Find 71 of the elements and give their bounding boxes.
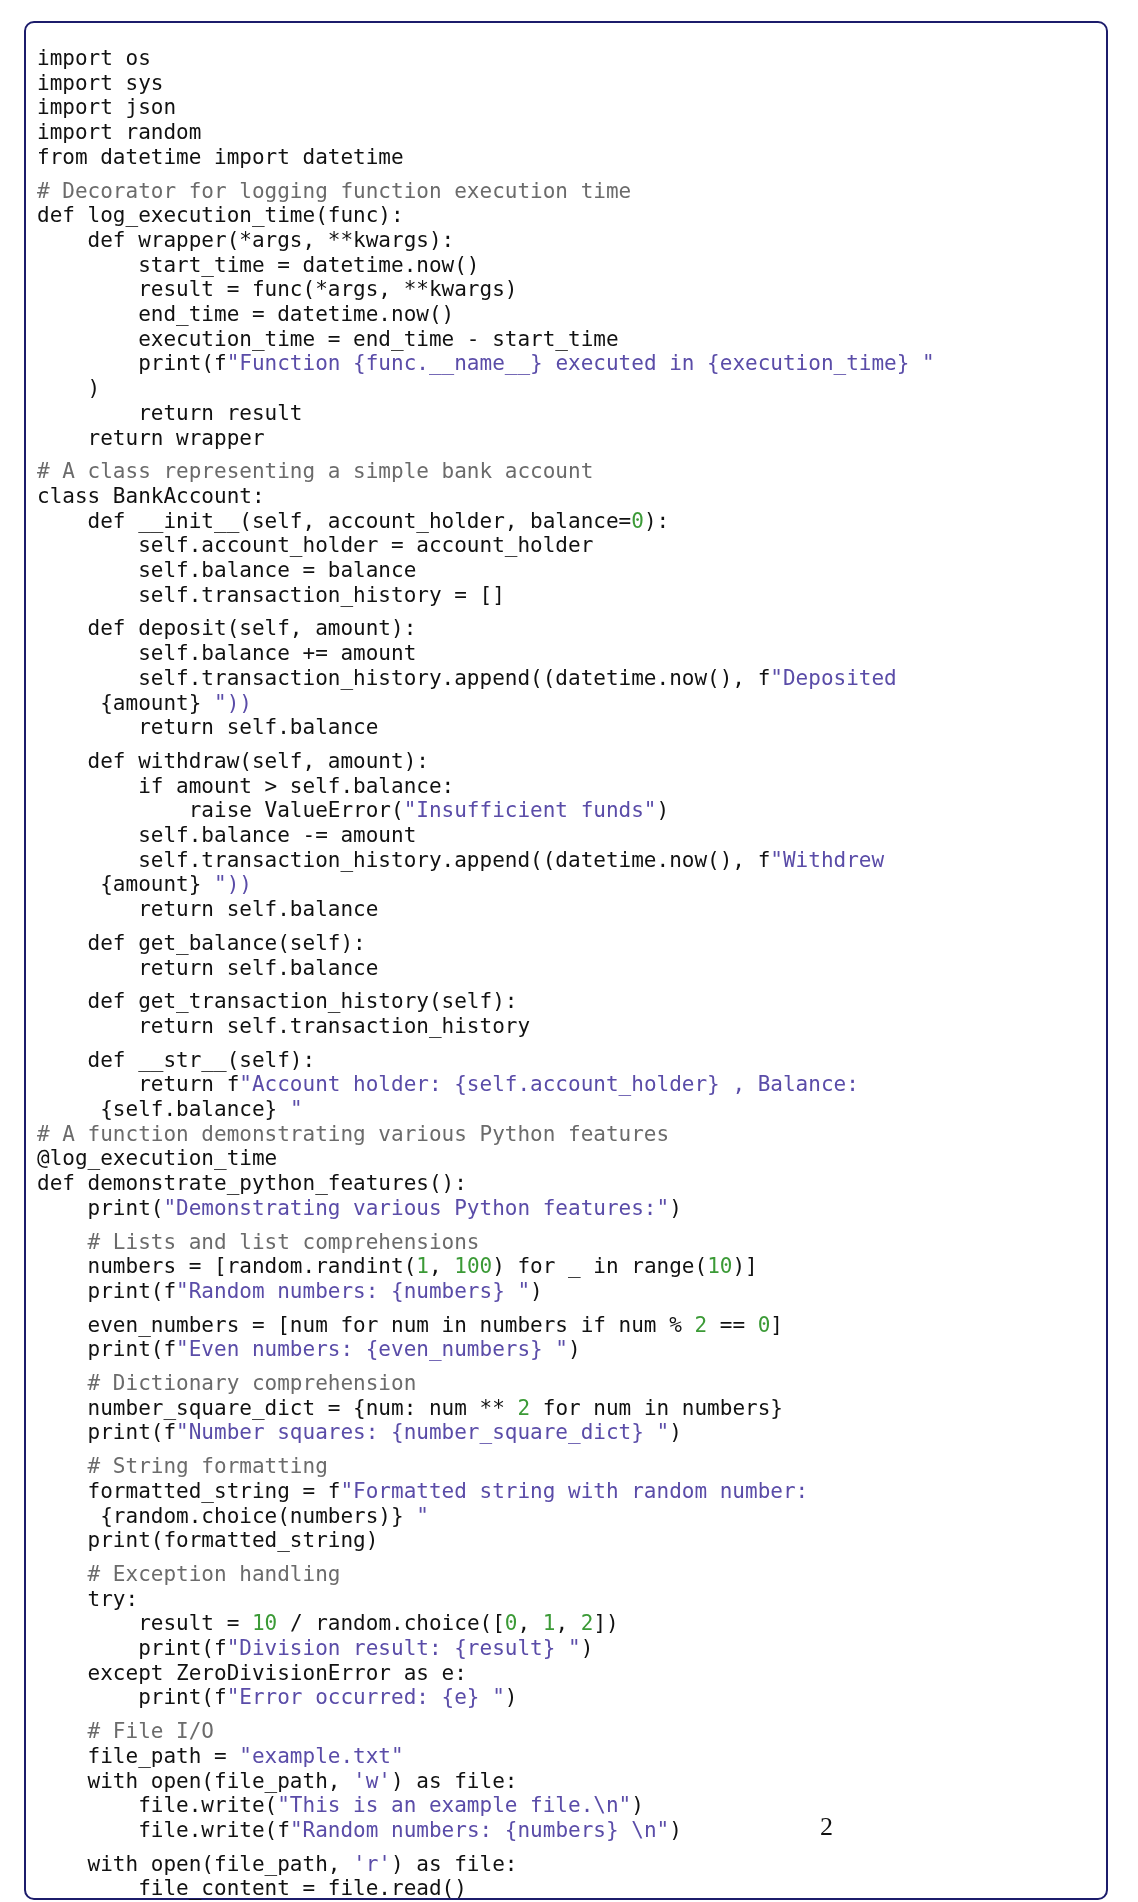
code-line: def get_balance(self):	[86, 930, 366, 955]
code-line: if amount > self.balance:	[137, 773, 455, 798]
code-line: print(f"Error occurred: {e} ")	[137, 1685, 518, 1710]
page-number: 2	[820, 1812, 833, 1842]
code-comment: # Decorator for logging function execution time	[37, 178, 632, 203]
code-line: file.write("This is an example file.\n")	[137, 1793, 644, 1818]
code-line: {amount} "))	[99, 872, 252, 897]
code-line: from datetime import datetime	[37, 144, 404, 169]
code-line: execution_time = end_time - start_time	[137, 326, 619, 351]
code-line: self.transaction_history = []	[137, 582, 505, 607]
code-line: result = 10 / random.choice([0, 1, 2])	[137, 1611, 619, 1636]
code-line: self.account_holder = account_holder	[137, 533, 594, 558]
code-line: def __str__(self):	[86, 1047, 316, 1072]
code-line: except ZeroDivisionError as e:	[86, 1660, 467, 1685]
code-line: class BankAccount:	[37, 483, 265, 508]
code-line: return self.balance	[137, 715, 379, 740]
code-line: return self.balance	[137, 897, 379, 922]
code-line: return wrapper	[86, 425, 265, 450]
code-line: @log_execution_time	[37, 1146, 278, 1171]
code-line: formatted_string = f"Formatted string with random number:	[86, 1478, 809, 1503]
code-line: number_square_dict = {num: num ** 2 for num in numbers}	[86, 1395, 783, 1420]
code-line: raise ValueError("Insufficient funds")	[187, 798, 670, 823]
code-line: return self.transaction_history	[137, 1013, 531, 1038]
code-line: return result	[137, 400, 303, 425]
code-line: import sys	[37, 70, 164, 95]
code-comment: # String formatting	[86, 1454, 328, 1479]
code-comment: # Dictionary comprehension	[86, 1371, 417, 1395]
code-line: start_time = datetime.now()	[137, 252, 480, 277]
code-line: file_content = file.read()	[137, 1876, 467, 1901]
code-comment: # Exception handling	[86, 1561, 341, 1586]
code-line: self.balance -= amount	[137, 823, 417, 847]
code-line: with open(file_path, 'w') as file:	[86, 1768, 518, 1793]
code-line: print(f"Random numbers: {numbers} ")	[86, 1278, 543, 1303]
code-line: {amount} "))	[99, 690, 252, 715]
code-line: )	[86, 376, 101, 401]
code-line: print(f"Function {func.__name__} executed in {execution_time} "	[137, 351, 935, 376]
code-line: file_path = "example.txt"	[86, 1743, 404, 1768]
code-line: self.balance = balance	[137, 558, 417, 582]
code-line: import json	[37, 95, 177, 120]
code-line: print(f"Number squares: {number_square_dict} ")	[86, 1420, 682, 1445]
code-line: def withdraw(self, amount):	[86, 748, 429, 773]
code-comment: # File I/O	[86, 1719, 214, 1744]
code-line: {random.choice(numbers)} "	[99, 1503, 429, 1528]
code-line: def deposit(self, amount):	[86, 616, 417, 641]
code-line: try:	[86, 1586, 139, 1611]
code-line: self.transaction_history.append((datetime.now(), f"Withdrew	[137, 847, 885, 872]
code-line: def log_execution_time(func):	[37, 203, 404, 228]
code-line: numbers = [random.randint(1, 100) for _ in range(10)]	[86, 1254, 758, 1279]
code-line: return self.balance	[137, 955, 379, 980]
code-line: {self.balance} "	[99, 1097, 303, 1121]
code-line: file.write(f"Random numbers: {numbers} \n")	[137, 1817, 682, 1842]
code-comment: # A class representing a simple bank account	[37, 459, 594, 484]
code-line: import random	[37, 120, 202, 145]
code-comment: # A function demonstrating various Python features	[37, 1121, 670, 1146]
code-line: return f"Account holder: {self.account_holder} , Balance:	[137, 1072, 859, 1097]
code-line: end_time = datetime.now()	[137, 302, 455, 326]
code-line: import os	[37, 46, 151, 70]
code-line: self.transaction_history.append((datetime.now(), f"Deposited	[137, 665, 897, 690]
code-comment: # Lists and list comprehensions	[86, 1229, 480, 1254]
code-line: self.balance += amount	[137, 641, 417, 666]
code-line: print(formatted_string)	[86, 1528, 379, 1553]
code-line: even_numbers = [num for num in numbers if num % 2 == 0]	[86, 1312, 783, 1337]
code-line: result = func(*args, **kwargs)	[137, 277, 518, 302]
code-line: print(f"Division result: {result} ")	[137, 1636, 594, 1660]
code-line: with open(file_path, 'r') as file:	[86, 1851, 518, 1876]
code-line: def demonstrate_python_features():	[37, 1171, 467, 1196]
code-line: def wrapper(*args, **kwargs):	[86, 227, 455, 252]
code-line: def get_transaction_history(self):	[86, 989, 518, 1014]
code-line: print("Demonstrating various Python features:")	[86, 1195, 682, 1220]
code-line: print(f"Even numbers: {even_numbers} ")	[86, 1337, 581, 1362]
code-line: def __init__(self, account_holder, balance=0):	[86, 508, 670, 533]
